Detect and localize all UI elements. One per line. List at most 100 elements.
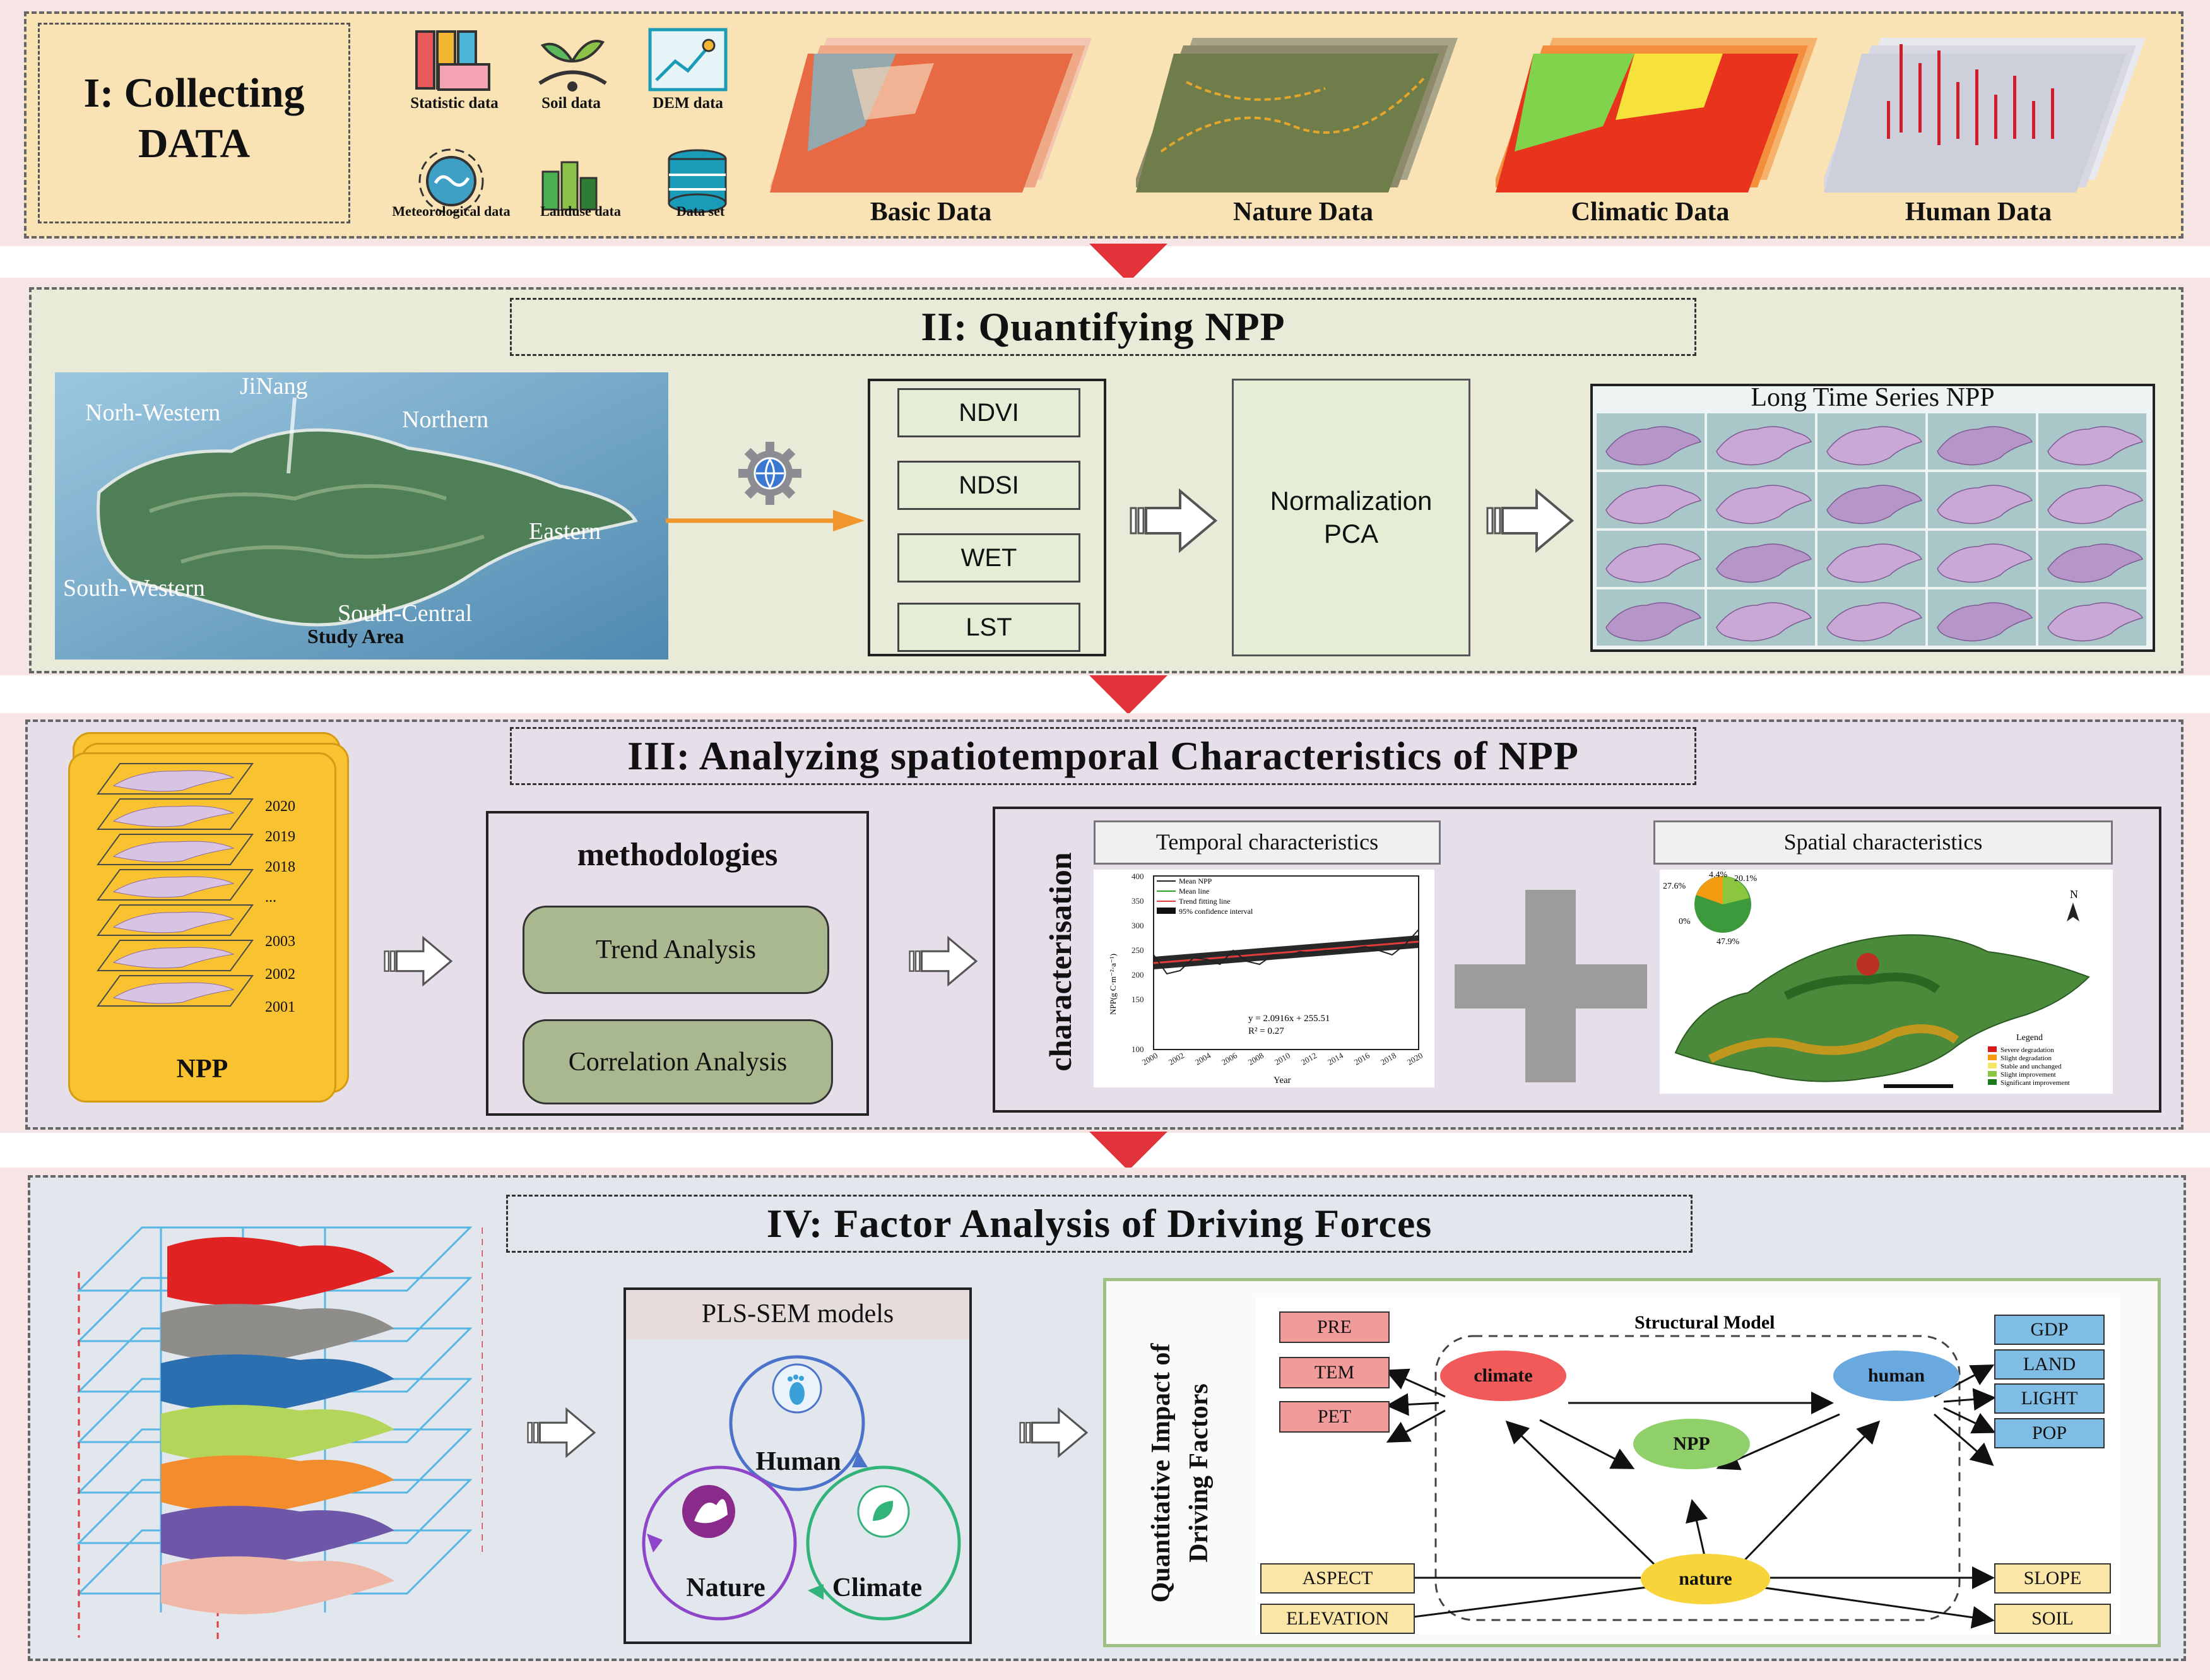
plus-icon — [1455, 890, 1647, 1082]
icon-label-soil: Soil data — [541, 95, 601, 112]
temporal-ytick-400: 400 — [1132, 872, 1144, 881]
hollow-arrow-2a — [1130, 488, 1218, 553]
dataset-icon — [668, 149, 727, 213]
region-northern: Northern — [402, 406, 489, 433]
factor-elevation: ELEVATION — [1260, 1604, 1415, 1634]
temporal-xtick-2020: 2020 — [1405, 1051, 1424, 1067]
section1-panel — [24, 11, 2183, 239]
temporal-legend-trend: Trend fitting line — [1179, 897, 1231, 906]
meteorological-icon — [418, 148, 484, 214]
icon-label-dem: DEM data — [653, 95, 723, 112]
spatial-title: Spatial characteristics — [1783, 829, 1983, 855]
stack-label-climatic: Climatic Data — [1571, 198, 1730, 227]
temporal-chart: 400 350 300 250 200 150 100 2000 2002 20… — [1108, 872, 1424, 1085]
cycle-human: Human — [755, 1447, 841, 1476]
section4-title: IV: Factor Analysis of Driving Forces — [506, 1195, 1693, 1253]
temporal-r2: R² = 0.27 — [1248, 1026, 1284, 1036]
hollow-arrow-3a — [384, 935, 453, 987]
spatial-title-box — [1653, 820, 2113, 865]
climatic-data-stack — [1496, 38, 1817, 192]
temporal-ytick-350: 350 — [1132, 896, 1144, 906]
region-south-central: South-Central — [338, 600, 473, 627]
npp-card-label: NPP — [176, 1055, 228, 1084]
hollow-arrow-4a — [527, 1407, 596, 1458]
pie-label-20-1: 20.1% — [1734, 874, 1758, 884]
year-ellipsis: ... — [265, 889, 276, 906]
factor-slope: SLOPE — [1994, 1563, 2111, 1594]
section2-title: II: Quantifying NPP — [510, 298, 1696, 356]
section1-title-line2: DATA — [138, 121, 251, 167]
method-normalization: Normalization — [1270, 486, 1433, 516]
characterisation-label: characterisation — [1043, 852, 1078, 1072]
plssem-box — [623, 1287, 972, 1644]
flow-arrow-3 — [1089, 1132, 1167, 1171]
region-south-western: South-Western — [63, 575, 205, 601]
factor-pre: PRE — [1279, 1311, 1390, 1343]
temporal-xtick-2012: 2012 — [1299, 1051, 1318, 1067]
long-series-title: Long Time Series NPP — [1751, 383, 1995, 412]
footprint-icon — [772, 1363, 822, 1414]
section1-title-box — [38, 23, 350, 223]
hollow-arrow-2b — [1486, 488, 1575, 553]
gear-icon — [738, 442, 801, 505]
plssem-header — [626, 1290, 969, 1339]
method-pca: PCA — [1323, 519, 1379, 548]
legend-slight-improvement: Slight improvement — [2000, 1071, 2056, 1079]
year-2002: 2002 — [265, 966, 295, 983]
impact-label-line1: Quantitative Impact of — [1147, 1343, 1176, 1603]
temporal-ytick-150: 150 — [1132, 995, 1144, 1004]
factor-aspect: ASPECT — [1260, 1563, 1415, 1594]
year-2001: 2001 — [265, 999, 295, 1015]
icon-label-landuse: Landuse data — [540, 203, 621, 219]
structural-title: Structural Model — [1634, 1312, 1775, 1333]
index-ndsi: NDSI — [897, 461, 1080, 510]
section1-title-line1: I: Collecting — [83, 70, 305, 116]
temporal-xtick-2002: 2002 — [1167, 1051, 1186, 1067]
temporal-xtick-2014: 2014 — [1326, 1050, 1345, 1067]
year-2018: 2018 — [265, 859, 295, 875]
npp-year-list: 2020 2019 2018 ... 2003 2002 2001 — [265, 798, 334, 1029]
methodologies-title: methodologies — [577, 837, 778, 873]
pie-label-4-4: 4.4% — [1709, 870, 1728, 880]
driving-factor-layers — [76, 1226, 483, 1644]
temporal-equation: y = 2.0916x + 255.51 — [1248, 1014, 1330, 1024]
orange-arrow — [666, 510, 865, 531]
hollow-arrow-4b — [1019, 1407, 1089, 1458]
section3-title: III: Analyzing spatiotemporal Characteri… — [510, 727, 1696, 785]
plssem-title: PLS-SEM models — [701, 1299, 894, 1328]
landuse-icon — [541, 161, 598, 211]
year-2020: 2020 — [265, 798, 295, 815]
human-data-stack — [1824, 38, 2146, 192]
icon-label-statistic: Statistic data — [410, 95, 499, 112]
temporal-ytick-100: 100 — [1132, 1044, 1144, 1054]
legend-slight-degradation: Slight degradation — [2000, 1055, 2052, 1062]
temporal-legend-mean: Mean NPP — [1179, 877, 1212, 885]
factor-soil: SOIL — [1994, 1604, 2111, 1634]
pie-label-27-6: 27.6% — [1663, 882, 1686, 891]
factor-pet: PET — [1279, 1401, 1390, 1433]
temporal-xtick-2008: 2008 — [1246, 1051, 1265, 1067]
temporal-xtick-2016: 2016 — [1352, 1050, 1371, 1067]
npp-grid-maps — [1597, 413, 2146, 646]
stack-label-basic: Basic Data — [870, 198, 992, 227]
node-climate: climate — [1440, 1351, 1566, 1401]
temporal-ylabel: NPP(g C·m⁻²·a⁻¹) — [1108, 954, 1118, 1015]
region-norh-western: Norh-Western — [85, 399, 221, 426]
statistic-icon — [415, 30, 490, 91]
temporal-ytick-200: 200 — [1132, 970, 1144, 979]
temporal-ytick-250: 250 — [1132, 945, 1144, 955]
stack-label-nature: Nature Data — [1232, 198, 1374, 227]
year-2003: 2003 — [265, 933, 295, 950]
flow-arrow-2 — [1089, 675, 1167, 714]
temporal-xtick-2018: 2018 — [1379, 1051, 1398, 1067]
temporal-title-box — [1094, 820, 1441, 865]
cycle-nature: Nature — [686, 1573, 765, 1602]
temporal-xtick-2004: 2004 — [1193, 1050, 1212, 1067]
icon-label-meteorological: Meteorological data — [392, 203, 511, 219]
temporal-title: Temporal characteristics — [1155, 829, 1379, 855]
study-area-label: Study Area — [307, 625, 405, 648]
temporal-xtick-2010: 2010 — [1273, 1051, 1292, 1067]
node-nature: nature — [1641, 1554, 1770, 1604]
flow-arrow-1 — [1089, 244, 1167, 283]
icon-label-dataset: Data set — [676, 203, 725, 219]
